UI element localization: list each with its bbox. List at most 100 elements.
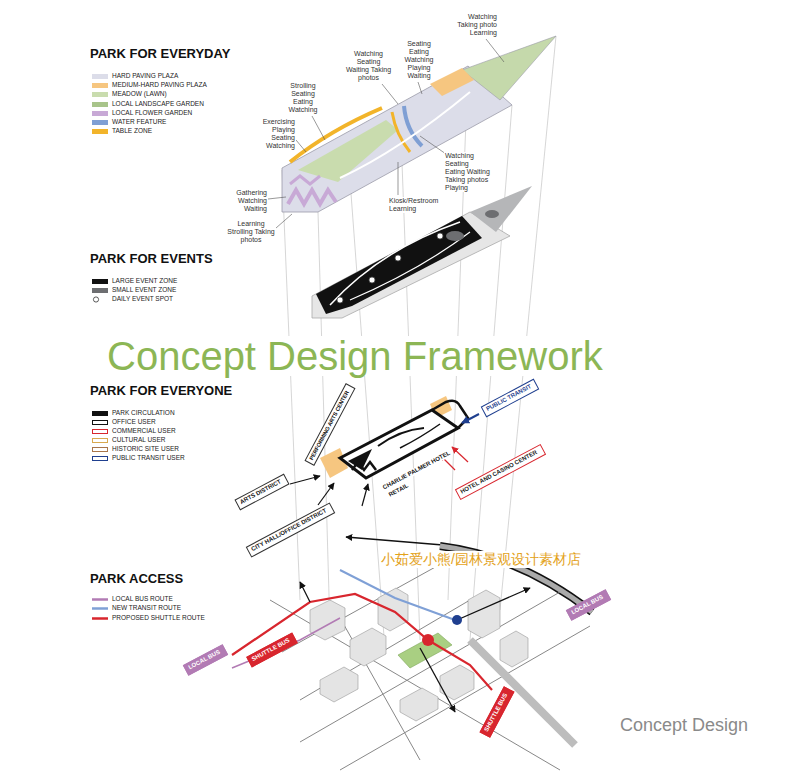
park-outline xyxy=(340,410,458,478)
access-arrow xyxy=(452,447,468,462)
tag-text: PUBLIC TRANSIT xyxy=(485,382,534,413)
event-spot xyxy=(395,255,401,261)
legend-item: CULTURAL USER xyxy=(92,436,165,444)
events-layer xyxy=(312,186,532,318)
projection-line xyxy=(448,66,468,600)
legend-item: NEW TRANSIT ROUTE xyxy=(92,604,181,612)
projection-line xyxy=(500,36,556,610)
tag-text: ARTS DISTRICT xyxy=(239,477,285,506)
event-base xyxy=(312,212,510,318)
shuttle-stop xyxy=(422,634,434,646)
route-arrow xyxy=(300,582,310,602)
legend-text: SMALL EVENT ZONE xyxy=(112,286,176,294)
legend-text: TABLE ZONE xyxy=(112,127,152,135)
legend-swatch xyxy=(92,279,108,284)
event-curve xyxy=(330,222,460,305)
activity-callout: Watching Seating Waiting Taking photos xyxy=(344,50,393,82)
destination-tag: CITY HALL/OFFICE DISTRICT xyxy=(245,502,335,557)
legend-text: COMMERCIAL USER xyxy=(112,427,176,435)
legend-item: PROPOSED SHUTTLE ROUTE xyxy=(92,614,205,622)
activity-callout: Watching Seating Eating Waiting Taking p… xyxy=(444,152,491,192)
small-event-zone xyxy=(485,210,499,218)
leader-line xyxy=(418,82,422,94)
destination-tag: HOTEL AND CASINO CENTER xyxy=(454,444,545,500)
legend-swatch xyxy=(92,74,108,79)
event-curve xyxy=(350,232,470,300)
legend-text: WATER FEATURE xyxy=(112,118,166,126)
legend-sample xyxy=(92,411,108,416)
circulation xyxy=(378,428,424,446)
leader-line xyxy=(486,39,504,62)
entry-plaza xyxy=(320,448,348,478)
destination-tag: SHUTTLE BUS xyxy=(479,686,514,738)
section-heading: PARK FOR EVENTS xyxy=(90,251,213,267)
legend-item: PARK CIRCULATION xyxy=(92,409,175,417)
landscape-garden xyxy=(462,36,556,100)
legend-text: LOCAL LANDSCAPE GARDEN xyxy=(112,100,204,108)
legend-item: LOCAL LANDSCAPE GARDEN xyxy=(92,100,204,108)
building xyxy=(378,588,408,631)
legend-swatch xyxy=(92,120,108,125)
route-arrow xyxy=(457,588,530,620)
legend-sample xyxy=(92,410,108,417)
leader-line xyxy=(420,136,446,154)
watermark: 小茹爱小熊/园林景观设计素材店 xyxy=(380,551,582,568)
legend-sample xyxy=(92,446,108,453)
legend-item: HARD PAVING PLAZA xyxy=(92,72,178,80)
legend-swatch xyxy=(92,102,108,107)
legend-sample xyxy=(92,598,108,601)
legend-sample xyxy=(92,607,108,610)
destination-tag: PUBLIC TRANSIT xyxy=(481,379,540,418)
legend-text: HARD PAVING PLAZA xyxy=(112,72,178,80)
activity-callout: Exercising Playing Seating Watching xyxy=(252,118,296,150)
legend-text: DAILY EVENT SPOT xyxy=(112,295,173,303)
tag-text: LOCAL BUS xyxy=(187,648,223,672)
event-spot xyxy=(369,277,375,283)
legend-sample xyxy=(93,429,108,433)
destination-tag: ARTS DISTRICT xyxy=(234,474,289,511)
access-arrow xyxy=(290,476,320,484)
legend-sample xyxy=(92,419,108,426)
route-arrow xyxy=(346,537,455,546)
section-heading: PARK ACCESS xyxy=(90,571,183,587)
section-heading: PARK FOR EVERYDAY xyxy=(90,46,230,62)
circulation xyxy=(348,449,372,470)
leader-line xyxy=(382,84,398,104)
circulation xyxy=(352,462,376,470)
legend-sample xyxy=(92,617,108,620)
legend-sample xyxy=(92,455,108,462)
activity-callout: Seating Eating Watching Playing Waiting xyxy=(401,40,437,80)
event-spot xyxy=(337,297,343,303)
building xyxy=(350,628,386,666)
access-arrow xyxy=(318,483,334,505)
legend-sample xyxy=(93,456,108,460)
legend-text: LOCAL FLOWER GARDEN xyxy=(112,109,192,117)
tag-text: HOTEL AND CASINO CENTER xyxy=(459,448,541,496)
activity-callout: Gathering Watching Waiting xyxy=(226,189,268,213)
legend-swatch xyxy=(92,129,108,134)
legend-swatch xyxy=(92,111,108,116)
legend-sample xyxy=(92,296,108,303)
legend-text: PARK CIRCULATION xyxy=(112,409,175,417)
legend-sample xyxy=(92,605,108,612)
legend-text: MEDIUM-HARD PAVING PLAZA xyxy=(112,81,207,89)
legend-sample xyxy=(92,596,108,603)
legend-swatch xyxy=(92,288,108,293)
leader-line xyxy=(312,116,325,140)
legend-swatch xyxy=(92,83,108,88)
destination-tag: LOCAL BUS xyxy=(182,644,227,676)
transit-corridor xyxy=(470,640,575,745)
legend-text: LARGE EVENT ZONE xyxy=(112,277,177,285)
legend-text: PROPOSED SHUTTLE ROUTE xyxy=(112,614,205,622)
bus-route xyxy=(232,618,340,668)
legend-item: COMMERCIAL USER xyxy=(92,427,176,435)
legend-text: MEADOW (LAWN) xyxy=(112,90,167,98)
building xyxy=(400,688,438,721)
legend-sample xyxy=(92,428,108,435)
legend-item: LOCAL FLOWER GARDEN xyxy=(92,109,192,117)
legend-text: HISTORIC SITE USER xyxy=(112,445,179,453)
activity-callout: Strolling Seating Eating Watching xyxy=(282,82,324,114)
meadow xyxy=(298,120,398,182)
legend-sample xyxy=(92,615,108,622)
activity-callout: Watching Taking photo Learning xyxy=(449,13,498,37)
